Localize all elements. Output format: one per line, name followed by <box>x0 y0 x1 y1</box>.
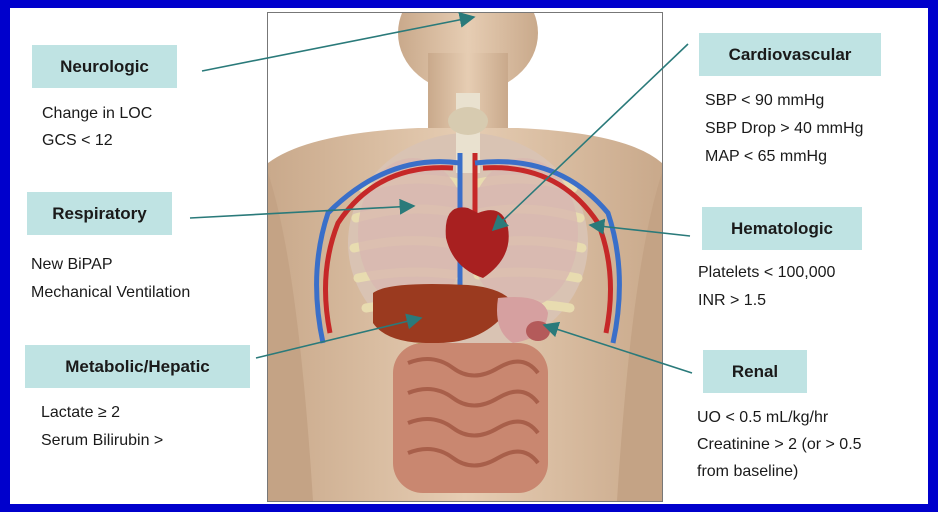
cardiovascular-label: Cardiovascular <box>699 33 881 76</box>
renal-criteria-2: Creatinine > 2 (or > 0.5 <box>697 432 862 458</box>
neurologic-label: Neurologic <box>32 45 177 88</box>
renal-label: Renal <box>703 350 807 393</box>
respiratory-label: Respiratory <box>27 192 172 235</box>
hematologic-label: Hematologic <box>702 207 862 250</box>
respiratory-criteria-1: New BiPAP <box>31 252 113 278</box>
respiratory-criteria-2: Mechanical Ventilation <box>31 280 190 306</box>
metabolic-hepatic-label: Metabolic/Hepatic <box>25 345 250 388</box>
anatomy-figure <box>267 12 663 502</box>
cardiovascular-criteria-3: MAP < 65 mmHg <box>705 144 827 170</box>
cardiovascular-criteria-1: SBP < 90 mmHg <box>705 88 824 114</box>
neurologic-criteria-2: GCS < 12 <box>42 128 113 154</box>
renal-criteria-1: UO < 0.5 mL/kg/hr <box>697 405 828 431</box>
metabolic-criteria-1: Lactate ≥ 2 <box>41 400 120 426</box>
renal-criteria-3: from baseline) <box>697 459 798 485</box>
neurologic-criteria-1: Change in LOC <box>42 101 152 127</box>
hematologic-criteria-2: INR > 1.5 <box>698 288 766 314</box>
human-torso-illustration <box>268 13 662 501</box>
hematologic-criteria-1: Platelets < 100,000 <box>698 260 835 286</box>
cardiovascular-criteria-2: SBP Drop > 40 mmHg <box>705 116 863 142</box>
metabolic-criteria-2: Serum Bilirubin > <box>41 428 163 454</box>
